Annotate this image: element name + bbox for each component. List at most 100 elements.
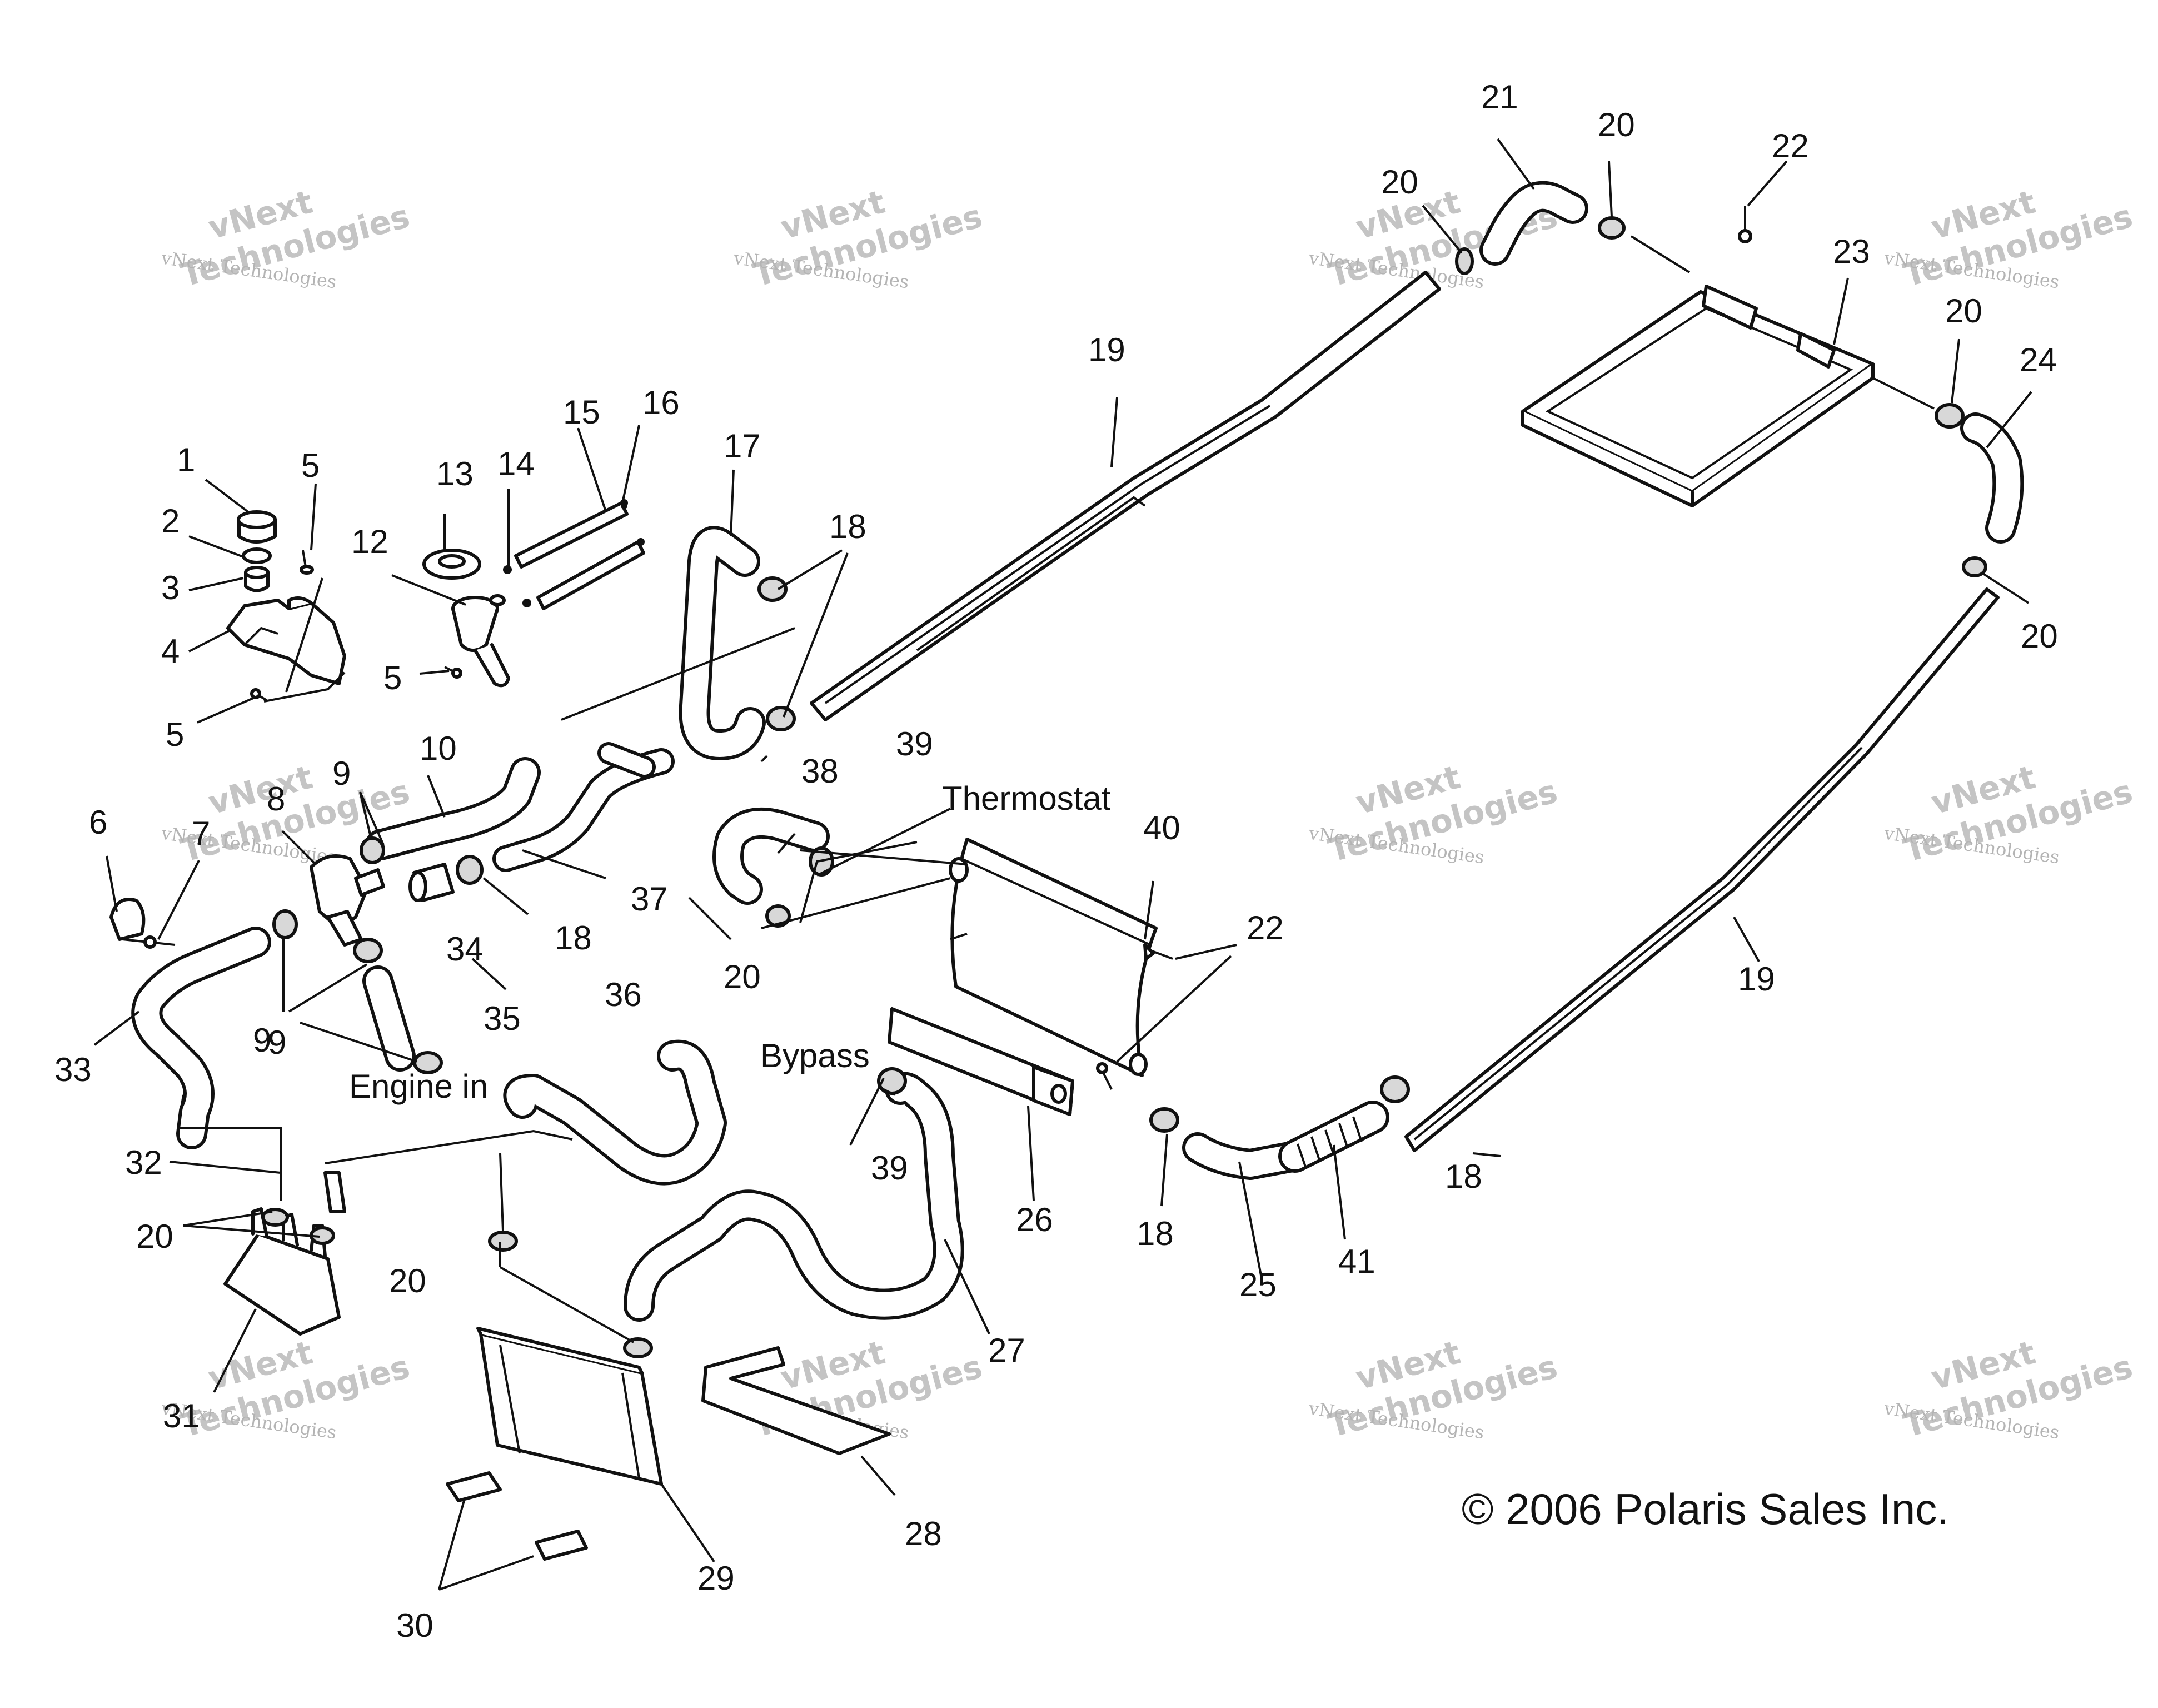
- part-36-hose: [503, 1039, 727, 1186]
- part-7-screw: [122, 935, 176, 949]
- part-3-bushing: [244, 566, 270, 592]
- callout-39: 39: [896, 725, 933, 763]
- part-25-hose: [1182, 1132, 1310, 1180]
- part-33-hose: [131, 927, 271, 1149]
- engine-in-label: Engine in: [349, 1068, 488, 1105]
- callout-13: 13: [436, 455, 474, 492]
- callout-34: 34: [446, 930, 484, 968]
- callout-29: 29: [697, 1560, 735, 1597]
- callout-14: 14: [497, 445, 535, 482]
- callout-38: 38: [801, 753, 839, 790]
- callout-41: 41: [1338, 1243, 1375, 1280]
- part-4-reservoir-tank: [226, 596, 346, 685]
- part-17-hose: [679, 526, 766, 760]
- copyright-notice: © 2006 Polaris Sales Inc.: [1462, 1485, 1949, 1533]
- callout-19: 19: [1088, 331, 1125, 369]
- callout-10: 10: [420, 730, 457, 767]
- callout-24: 24: [2020, 341, 2057, 379]
- part-14-fittings: [503, 565, 531, 607]
- callout-19: 19: [1738, 960, 1775, 998]
- part-37-hose: [492, 742, 675, 872]
- callout-16: 16: [642, 384, 680, 421]
- callout-35: 35: [484, 1000, 521, 1037]
- part-22-bolts: [1096, 206, 1752, 1090]
- callout-20: 20: [1598, 106, 1635, 143]
- part-27-hose: [624, 1072, 964, 1322]
- callout-26: 26: [1016, 1201, 1053, 1238]
- part-21-hose: [1479, 181, 1588, 266]
- part-26-bracket: [888, 1007, 1074, 1116]
- callout-20: 20: [389, 1262, 426, 1299]
- callout-21: 21: [1481, 78, 1518, 116]
- part-20-clamps: [261, 216, 1987, 1358]
- callout-20: 20: [136, 1218, 173, 1255]
- callout-30: 30: [396, 1607, 433, 1644]
- callout-39: 39: [871, 1149, 908, 1187]
- callout-7: 7: [192, 815, 210, 852]
- callout-2: 2: [161, 502, 180, 540]
- part-32-fitting: [323, 1171, 346, 1213]
- callout-18: 18: [1445, 1158, 1482, 1195]
- callout-25: 25: [1239, 1266, 1277, 1303]
- leader-lines: [93, 138, 2032, 1591]
- part-30-clip-b: [535, 1530, 588, 1561]
- callout-9: 9: [268, 1024, 286, 1061]
- bypass-label: Bypass: [760, 1037, 870, 1074]
- part-24-hose: [1960, 412, 2024, 544]
- part-28-mount-plate: [701, 1346, 891, 1455]
- part-9-clamps: [272, 836, 443, 1074]
- part-23-radiator: [1521, 285, 1875, 507]
- callout-20: 20: [724, 958, 761, 995]
- callout-6: 6: [89, 804, 107, 841]
- callout-9: 9: [332, 755, 351, 792]
- callout-1: 1: [177, 441, 195, 479]
- callout-20: 20: [1945, 292, 1982, 330]
- callout-40: 40: [1143, 809, 1180, 846]
- callout-8: 8: [267, 780, 285, 818]
- part-19-upper-pipe: [810, 271, 1441, 721]
- callout-15: 15: [563, 394, 600, 431]
- callout-5: 5: [166, 716, 184, 753]
- callout-12: 12: [351, 523, 388, 560]
- callout-28: 28: [905, 1515, 942, 1552]
- callout-18: 18: [829, 508, 866, 545]
- callout-20: 20: [2021, 618, 2058, 655]
- callout-27: 27: [988, 1332, 1025, 1369]
- part-8-tee-fitting: [310, 854, 385, 947]
- part-1-reservoir-cap: [237, 510, 277, 544]
- part-38-hose: [712, 807, 830, 905]
- callout-36: 36: [605, 976, 642, 1013]
- callout-5: 5: [383, 659, 402, 696]
- callout-22: 22: [1772, 127, 1809, 165]
- callout-17: 17: [724, 427, 761, 465]
- callout-4: 4: [161, 633, 180, 670]
- thermostat-label: Thermostat: [942, 780, 1111, 817]
- callout-23: 23: [1833, 233, 1870, 270]
- callout-31: 31: [163, 1397, 200, 1435]
- part-19-lower-pipe: [1404, 587, 2000, 1152]
- part-30-clip-a: [446, 1471, 502, 1502]
- part-5-screw-top: [300, 550, 314, 575]
- callout-9: 9: [253, 1022, 271, 1059]
- part-12-filler-neck: [451, 594, 510, 688]
- part-35-hose: [362, 965, 416, 1072]
- callout-22: 22: [1247, 909, 1284, 947]
- part-16-vent-tube: [536, 502, 645, 610]
- part-41-corrugated-hose: [1278, 1101, 1389, 1173]
- part-40-thermostat-housing: [949, 838, 1158, 1077]
- callout-20: 20: [1381, 163, 1418, 201]
- callout-3: 3: [161, 569, 180, 606]
- part-2-washer: [242, 547, 272, 564]
- part-13-pressure-cap: [422, 549, 481, 580]
- part-10-hose: [365, 757, 541, 860]
- part-18-clamps: [456, 576, 1410, 1133]
